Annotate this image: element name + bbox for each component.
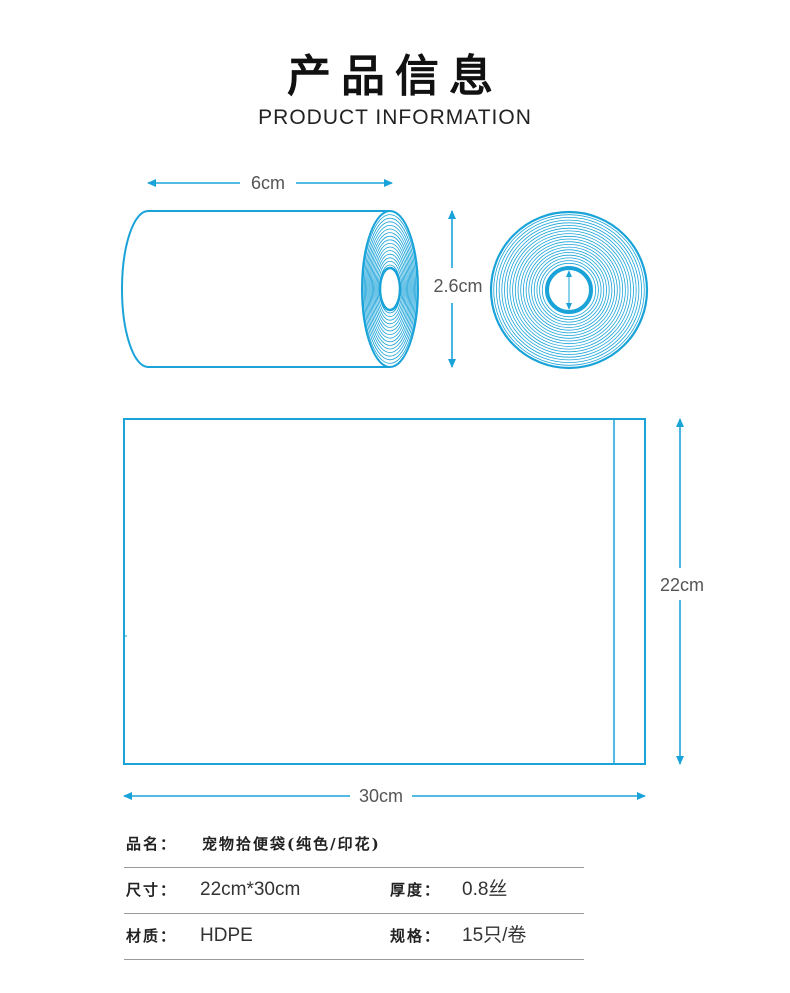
roll-front-ring — [523, 243, 616, 336]
roll-front-ring — [528, 249, 610, 331]
roll-end-ring — [375, 253, 405, 325]
roll-front-ring — [539, 260, 599, 320]
name-value: 宠物拾便袋(纯色/印花) — [202, 835, 381, 853]
roll-end-ring — [371, 242, 409, 335]
material-label: 材质： — [126, 927, 178, 945]
roll-front-ring — [506, 227, 632, 353]
roll-end-ring — [362, 214, 418, 364]
roll-end-ring — [370, 239, 410, 339]
roll-width-dimension: 6cm — [147, 173, 393, 193]
roll-end-ring — [365, 221, 415, 357]
roll-front-ring — [517, 238, 621, 342]
roll-core-hole — [378, 266, 402, 312]
roll-front-ring — [514, 235, 624, 345]
roll-front-ring — [512, 233, 626, 347]
bag-height-label: 22cm — [660, 575, 704, 595]
roll-front-view — [489, 210, 649, 370]
roll-height-dimension: 2.6cm — [433, 210, 483, 368]
material-value: HDPE — [200, 925, 253, 946]
roll-end-ring — [367, 228, 413, 350]
thickness-value: 0.8丝 — [462, 879, 508, 900]
roll-end-ring — [366, 224, 414, 353]
roll-end-ring — [373, 246, 407, 332]
bag-width-label: 30cm — [359, 786, 403, 806]
roll-end-ring — [369, 235, 411, 343]
roll-front-ring — [525, 246, 613, 334]
roll-front-ring — [541, 262, 597, 318]
roll-end-ring — [368, 232, 412, 346]
roll-front-ring — [509, 230, 629, 350]
roll-front-ring — [493, 214, 645, 366]
roll-front-ring — [533, 254, 605, 326]
roll-front-ring — [501, 222, 637, 358]
bag-width-dimension: 30cm — [123, 786, 646, 806]
size-label: 尺寸： — [126, 881, 178, 899]
name-label: 品名： — [126, 835, 178, 853]
spec-value: 15只/卷 — [462, 925, 527, 946]
spec-label: 规格： — [390, 927, 442, 945]
roll-front-ring — [531, 252, 607, 328]
roll-front-ring — [495, 216, 642, 363]
roll-front-ring — [498, 219, 640, 361]
page-title-cn: 产品信息 — [287, 51, 503, 102]
roll-end-ring — [363, 217, 417, 361]
roll-width-label: 6cm — [251, 173, 285, 193]
bag-height-dimension: 22cm — [660, 418, 704, 765]
spec-row-name: 品名： 宠物拾便袋(纯色/印花) — [124, 821, 584, 868]
roll-front-ring — [504, 225, 634, 355]
roll-front-ring — [520, 241, 618, 339]
roll-core-label: 2.6cm — [433, 276, 482, 296]
spec-row-size: 尺寸： 22cm*30cm 厚度： 0.8丝 — [124, 867, 584, 914]
roll-side-view — [121, 210, 419, 368]
roll-front-ring — [536, 257, 602, 323]
page-title-en: PRODUCT INFORMATION — [258, 106, 532, 129]
bag-outline — [123, 418, 646, 765]
roll-end-ring — [374, 250, 406, 328]
size-value: 22cm*30cm — [200, 879, 301, 900]
roll-end-ring — [376, 257, 404, 321]
roll-end-ring — [377, 260, 403, 317]
spec-row-material: 材质： HDPE 规格： 15只/卷 — [124, 913, 584, 960]
thickness-label: 厚度： — [390, 881, 442, 899]
